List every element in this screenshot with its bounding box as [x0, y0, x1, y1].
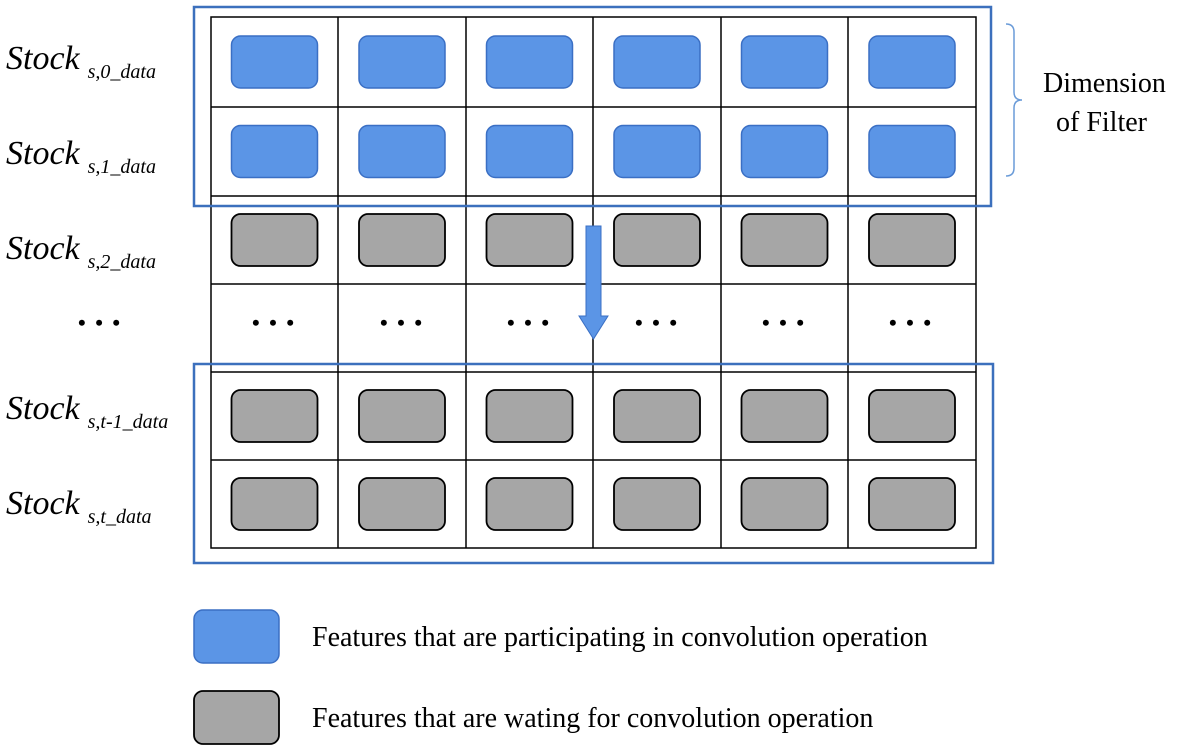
feature-waiting	[358, 477, 446, 531]
feature-waiting	[358, 389, 446, 443]
feature-participating	[613, 124, 701, 179]
filter-dimension-line1: Dimension	[1043, 68, 1166, 99]
filter-frame-top	[192, 5, 993, 208]
filter-frames	[192, 5, 995, 565]
feature-waiting	[613, 389, 701, 443]
feature-waiting	[740, 213, 829, 267]
feature-participating	[868, 124, 956, 179]
feature-participating	[230, 35, 319, 89]
feature-waiting	[485, 477, 574, 531]
cell-ellipsis: • • •	[379, 310, 425, 335]
feature-waiting	[485, 213, 574, 267]
filter-dimension-label: Dimension of Filter	[1043, 64, 1166, 142]
row-ellipsis: • • •	[78, 310, 123, 335]
feature-waiting	[613, 477, 701, 531]
legend-swatch-waiting	[193, 690, 280, 745]
feature-cells	[230, 35, 956, 531]
legend-swatch-participating	[193, 609, 280, 664]
feature-waiting	[358, 213, 446, 267]
cell-ellipsis: • • •	[888, 310, 934, 335]
down-arrow-shape	[578, 225, 609, 340]
feature-waiting	[740, 389, 829, 443]
bracket-shape	[1005, 23, 1023, 177]
cell-ellipsis: • • •	[506, 310, 552, 335]
down-arrow-icon	[578, 225, 609, 340]
feature-participating	[358, 35, 446, 89]
feature-waiting	[230, 389, 319, 443]
feature-waiting	[868, 477, 956, 531]
legend-participating-label: Features that are participating in convo…	[312, 622, 928, 653]
filter-dimension-line2: of Filter	[1056, 107, 1147, 138]
feature-waiting	[868, 213, 956, 267]
feature-participating	[868, 35, 956, 89]
legend-swatches	[193, 609, 280, 745]
feature-waiting	[868, 389, 956, 443]
feature-participating	[358, 124, 446, 179]
feature-participating	[485, 124, 574, 179]
feature-waiting	[613, 213, 701, 267]
feature-participating	[613, 35, 701, 89]
feature-waiting	[230, 477, 319, 531]
feature-waiting	[740, 477, 829, 531]
legend-waiting-label: Features that are wating for convolution…	[312, 703, 874, 734]
feature-participating	[740, 124, 829, 179]
cell-ellipsis: • • •	[634, 310, 680, 335]
feature-participating	[740, 35, 829, 89]
filter-bracket-icon	[1005, 23, 1023, 177]
feature-waiting	[230, 213, 319, 267]
feature-participating	[230, 124, 319, 179]
feature-participating	[485, 35, 574, 89]
feature-waiting	[485, 389, 574, 443]
grid-lines	[210, 16, 977, 549]
cell-ellipsis: • • •	[761, 310, 807, 335]
cell-ellipsis: • • •	[251, 310, 297, 335]
filter-frame-bottom	[192, 362, 995, 565]
